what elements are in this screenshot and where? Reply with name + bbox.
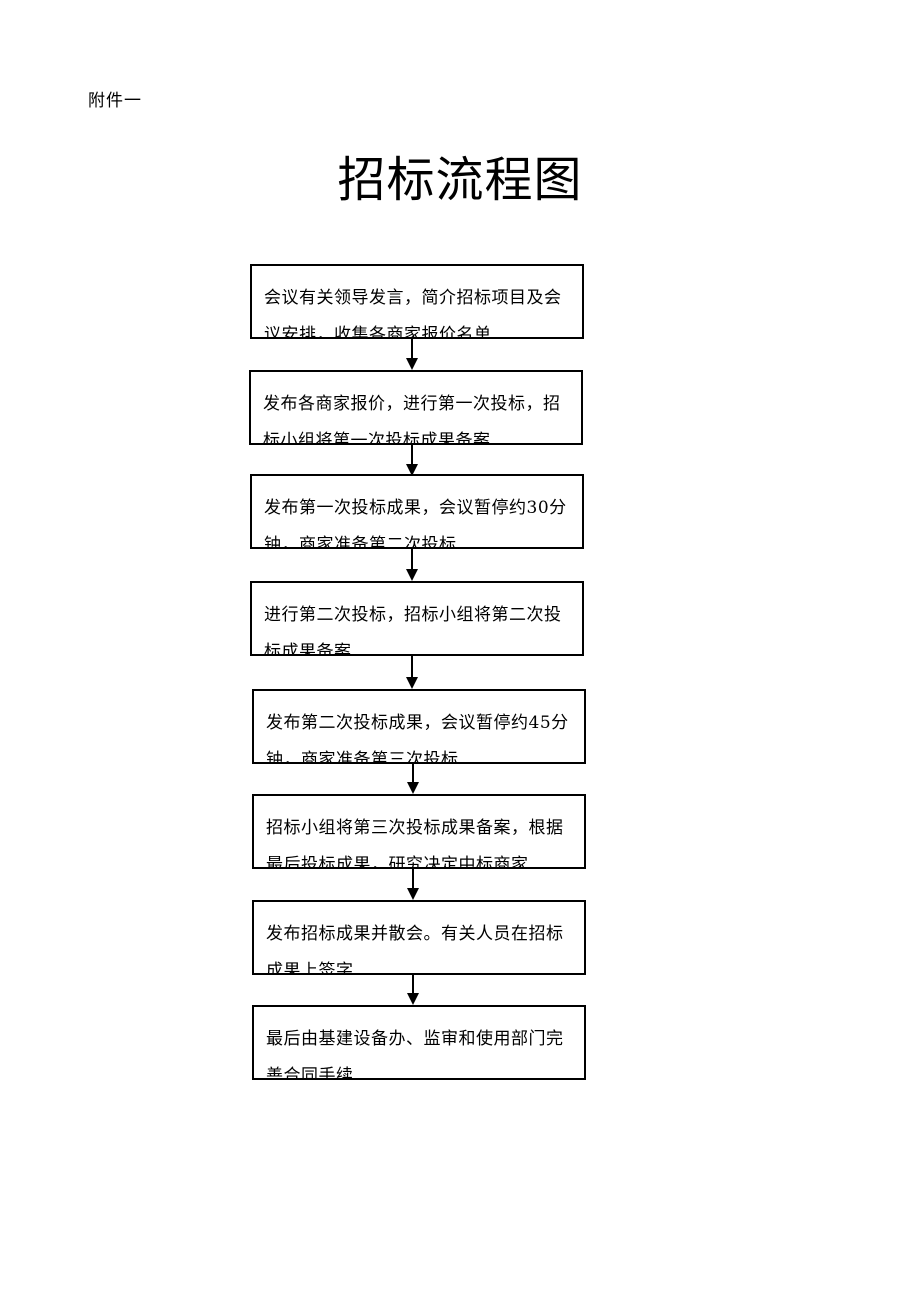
flow-arrow-5 — [407, 764, 419, 794]
page-title: 招标流程图 — [337, 152, 583, 208]
flow-step-3: 发布第一次投标成果，会议暂停约30分钟，商家准备第二次投标 — [250, 474, 584, 549]
flow-arrow-4 — [406, 656, 418, 689]
flow-step-4: 进行第二次投标，招标小组将第二次投标成果备案 — [250, 581, 584, 656]
flow-step-5: 发布第二次投标成果，会议暂停约45分钟，商家准备第三次投标 — [252, 689, 586, 764]
flow-step-6: 招标小组将第三次投标成果备案，根据最后投标成果，研究决定中标商家 — [252, 794, 586, 869]
flow-step-1: 会议有关领导发言，简介招标项目及会议安排，收集各商家报价名单 — [250, 264, 584, 339]
annex-label: 附件一 — [88, 91, 142, 111]
flow-step-8: 最后由基建设备办、监审和使用部门完善合同手续 — [252, 1005, 586, 1080]
flow-arrow-2 — [406, 445, 418, 476]
flow-step-7: 发布招标成果并散会。有关人员在招标成果上签字 — [252, 900, 586, 975]
flow-step-2: 发布各商家报价，进行第一次投标，招标小组将第一次投标成果备案 — [249, 370, 583, 445]
flow-arrow-3 — [406, 549, 418, 581]
flow-arrow-7 — [407, 975, 419, 1005]
flow-arrow-1 — [406, 339, 418, 370]
flow-arrow-6 — [407, 869, 419, 900]
